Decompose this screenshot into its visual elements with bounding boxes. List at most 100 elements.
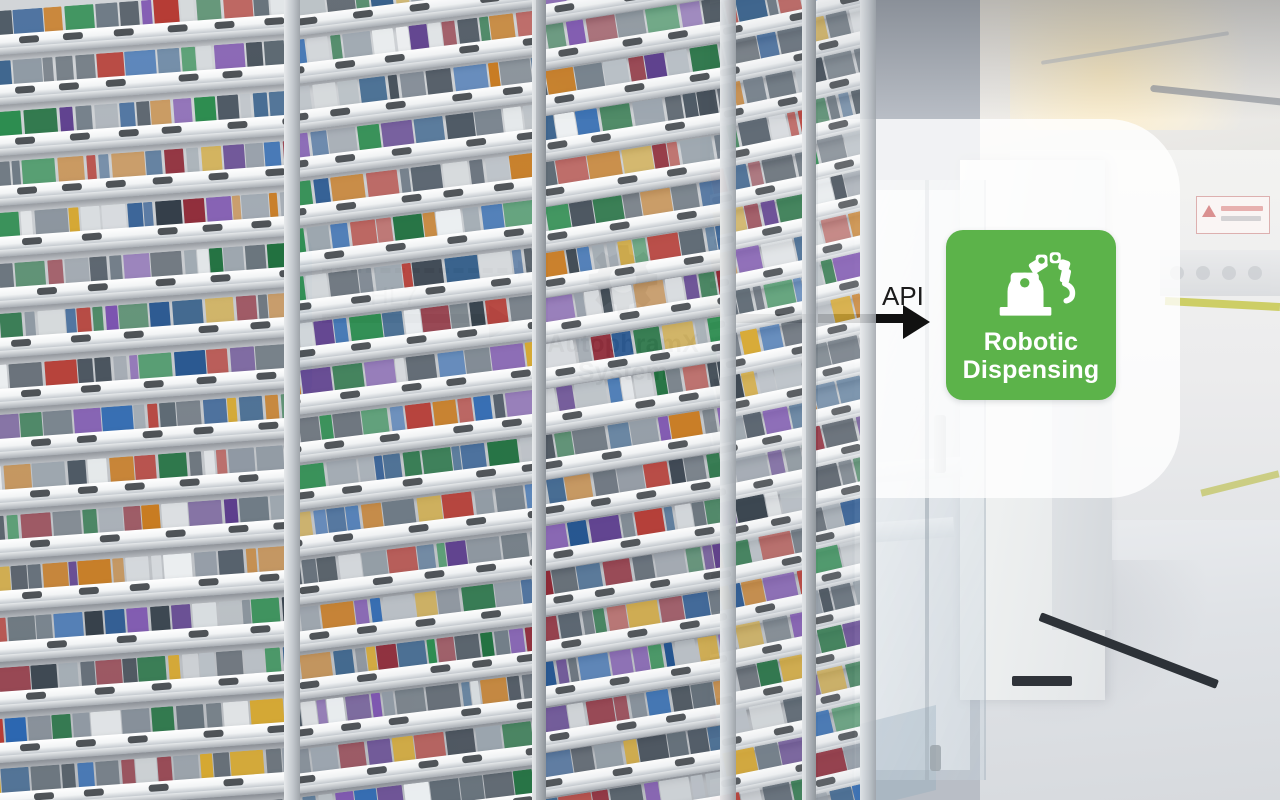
shelf-divider-notch: [682, 254, 704, 265]
shelf-divider-notch: [401, 193, 423, 203]
shelf-divider-notch: [561, 410, 583, 421]
shelf-divider-notch: [493, 182, 515, 192]
medicine-box: [493, 393, 507, 421]
shelf-divider-notch: [356, 625, 378, 635]
medicine-box: [71, 712, 91, 740]
medicine-box: [63, 256, 90, 285]
shelf-divider-notch: [29, 438, 51, 447]
medicine-box: [0, 364, 8, 392]
shelf-divider-notch: [690, 481, 711, 492]
medicine-box: [0, 465, 2, 493]
shelf-divider-notch: [666, 166, 688, 177]
shelf-divider-notch: [762, 266, 784, 278]
shelf-divider-notch: [335, 201, 357, 211]
shelf-divider-notch: [257, 421, 279, 431]
shelf-divider-notch: [626, 627, 648, 638]
shelf-divider-notch: [198, 324, 219, 334]
medicine-box: [118, 101, 136, 129]
medicine-box: [257, 294, 269, 322]
shelf-divider-notch: [544, 504, 566, 515]
shelf-divider-notch: [76, 435, 97, 444]
node-robotic-dispensing[interactable]: Robotic Dispensing: [946, 230, 1116, 400]
warning-sign-line2: [1221, 216, 1261, 221]
shelf-divider-notch: [250, 219, 271, 229]
shelf-divider-notch: [142, 379, 164, 389]
shelving-rack: [806, 0, 876, 800]
shelf-divider-notch: [210, 273, 231, 282]
medicine-box: [188, 451, 203, 478]
shelf-divider-notch: [607, 357, 629, 368]
shelf-divider-notch: [160, 125, 182, 134]
shelf-divider-notch: [167, 23, 188, 33]
shelf-divider-notch: [69, 132, 90, 141]
shelf-divider-notch: [10, 338, 31, 348]
medicine-box: [231, 195, 242, 222]
medicine-box: [480, 631, 496, 659]
shelf-divider-notch: [334, 59, 356, 69]
medicine-box: [167, 655, 181, 682]
shelf-divider-notch: [761, 685, 783, 696]
shelf-divider-notch: [752, 477, 774, 489]
shelf-divider-notch: [356, 672, 378, 682]
shelf-divider-notch: [263, 16, 285, 26]
shelf-divider-notch: [385, 100, 406, 111]
shelf-divider-notch: [501, 417, 523, 428]
medicine-box: [23, 311, 36, 339]
shelf-divider-notch: [546, 230, 568, 241]
medicine-box: [83, 610, 104, 638]
rack-frame-post: [860, 0, 876, 800]
medicine-box: [125, 606, 149, 635]
medicine-box: [330, 34, 344, 62]
shelf-divider-notch: [401, 382, 423, 393]
shelf-divider-notch: [664, 121, 685, 132]
shelf-divider-notch: [193, 426, 214, 435]
medicine-box: [239, 93, 252, 120]
shelf-divider-notch: [447, 235, 469, 245]
shelf-divider-notch: [264, 168, 286, 177]
medicine-box: [85, 155, 97, 182]
shelf-divider-notch: [187, 629, 208, 638]
medicine-box: [179, 0, 195, 24]
shelf-divider-notch: [828, 118, 850, 131]
shelf-divider-notch: [670, 302, 691, 313]
shelving-rack: [0, 0, 300, 800]
shelf-divider-notch: [249, 624, 270, 634]
medicine-box: [0, 718, 4, 746]
shelf-divider-notch: [118, 128, 139, 137]
medicine-box: [108, 254, 123, 282]
shelf-divider-notch: [408, 524, 429, 534]
shelf-divider-notch: [590, 497, 611, 508]
shelf-divider-notch: [60, 183, 82, 192]
medicine-box: [226, 397, 238, 425]
shelf-divider-notch: [620, 537, 642, 548]
shelf-divider-notch: [761, 434, 783, 446]
shelf-divider-notch: [590, 133, 612, 144]
shelf-divider-notch: [445, 377, 467, 387]
shelf-divider-notch: [424, 569, 445, 579]
medicine-box: [245, 548, 258, 575]
shelf-divider-notch: [207, 172, 229, 181]
shelf-divider-notch: [457, 328, 478, 339]
medicine-box: [511, 248, 525, 276]
shelf-divider-notch: [165, 529, 186, 539]
shelf-divider-notch: [465, 517, 487, 527]
medicine-box: [142, 201, 154, 229]
warning-triangle-icon: [1202, 205, 1216, 217]
medicine-box: [146, 403, 159, 431]
shelf-divider-notch: [155, 277, 176, 286]
api-solid-arrowhead: [903, 305, 930, 339]
shelf-divider-notch: [557, 47, 579, 58]
shelf-divider-notch: [667, 29, 689, 40]
rack-frame-post: [720, 0, 736, 800]
medicine-box: [429, 777, 462, 800]
medicine-box: [591, 788, 612, 800]
shelf-divider-notch: [649, 351, 671, 362]
shelf-divider-notch: [472, 658, 494, 668]
medicine-box: [50, 713, 72, 741]
shelf-divider-notch: [87, 282, 108, 291]
shelf-divider-notch: [129, 582, 150, 592]
shelf-divider-notch: [667, 439, 689, 450]
robot-arm-icon: [983, 246, 1079, 318]
shelf-divider-notch: [99, 534, 120, 544]
node-robotic-dispensing-label-line2: Dispensing: [962, 356, 1100, 384]
